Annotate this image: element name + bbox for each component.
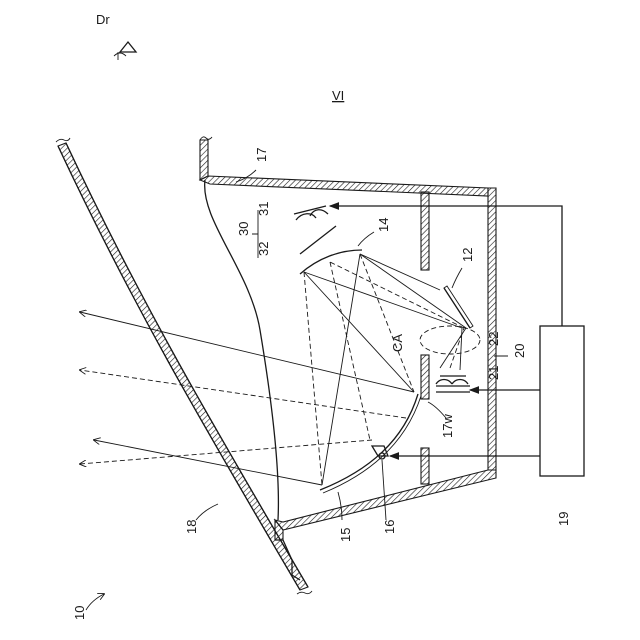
label-16: 16 bbox=[382, 520, 397, 534]
label-17: 17 bbox=[254, 148, 269, 162]
label-12: 12 bbox=[460, 248, 475, 262]
eye-icon bbox=[114, 42, 136, 60]
label-ca: CA bbox=[390, 334, 405, 352]
display-unit-20 bbox=[436, 376, 470, 392]
label-18: 18 bbox=[184, 520, 199, 534]
leader-lines bbox=[86, 170, 508, 610]
label-19: 19 bbox=[556, 512, 571, 526]
label-20: 20 bbox=[512, 344, 527, 358]
controller-19 bbox=[540, 326, 584, 476]
label-dr: Dr bbox=[96, 12, 110, 27]
housing bbox=[200, 137, 496, 580]
label-17w: 17w bbox=[440, 414, 455, 438]
caustic-area bbox=[420, 326, 480, 354]
label-14: 14 bbox=[376, 218, 391, 232]
label-10: 10 bbox=[72, 606, 87, 620]
label-vi: VI bbox=[332, 88, 344, 103]
label-30: 30 bbox=[236, 222, 251, 236]
label-15: 15 bbox=[338, 528, 353, 542]
sensor-unit-30 bbox=[294, 206, 336, 254]
